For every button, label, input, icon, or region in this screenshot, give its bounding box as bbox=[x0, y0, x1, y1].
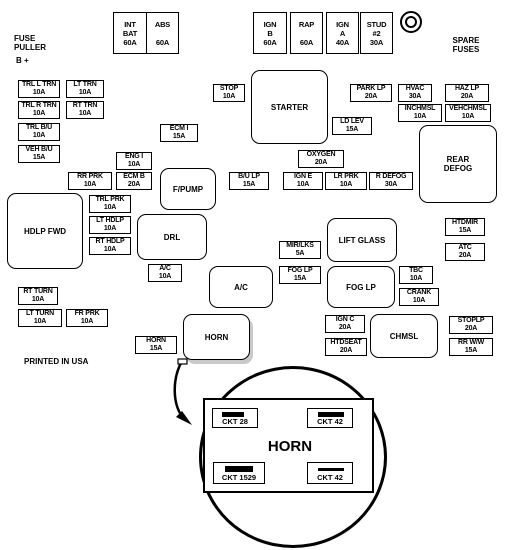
ckt-1529-label: CKT 1529 bbox=[221, 473, 257, 482]
relay-fog-lp: FOG LP bbox=[327, 266, 395, 308]
terminal-bar-icon bbox=[318, 468, 344, 471]
ckt-28-label: CKT 28 bbox=[222, 417, 248, 426]
relay-drl: DRL bbox=[137, 214, 207, 260]
ckt-42-top-terminal: CKT 42 bbox=[307, 408, 353, 428]
ckt-28-terminal: CKT 28 bbox=[212, 408, 258, 428]
relay-lift-glass: LIFT GLASS bbox=[327, 218, 397, 262]
stud-terminal-icon bbox=[400, 11, 422, 33]
fuse-rap: RAP 60A bbox=[290, 12, 323, 54]
relay-chmsl: CHMSL bbox=[370, 314, 438, 358]
terminal-bar-icon bbox=[318, 412, 344, 417]
relay-hdlp-fwd: HDLP FWD bbox=[7, 193, 83, 269]
callout-arrow bbox=[173, 358, 192, 425]
terminal-bar-icon bbox=[225, 466, 253, 472]
relay-starter: STARTER bbox=[251, 70, 328, 144]
printed-in-usa-label: PRINTED IN USA bbox=[24, 357, 89, 366]
relay-f-pump: F/PUMP bbox=[160, 168, 216, 210]
terminal-bar-icon bbox=[222, 412, 244, 417]
ckt-42-bottom-terminal: CKT 42 bbox=[307, 462, 353, 484]
relay-a-c: A/C bbox=[209, 266, 273, 308]
horn-detail-title: HORN bbox=[267, 438, 313, 455]
ckt-42-top-label: CKT 42 bbox=[317, 417, 343, 426]
fuse-abs: ABS 60A bbox=[146, 12, 179, 54]
ckt-42-bottom-label: CKT 42 bbox=[317, 473, 343, 482]
ckt-1529-terminal: CKT 1529 bbox=[213, 462, 265, 484]
relay-horn: HORN bbox=[183, 314, 250, 360]
b-plus-label: B + bbox=[16, 56, 29, 65]
